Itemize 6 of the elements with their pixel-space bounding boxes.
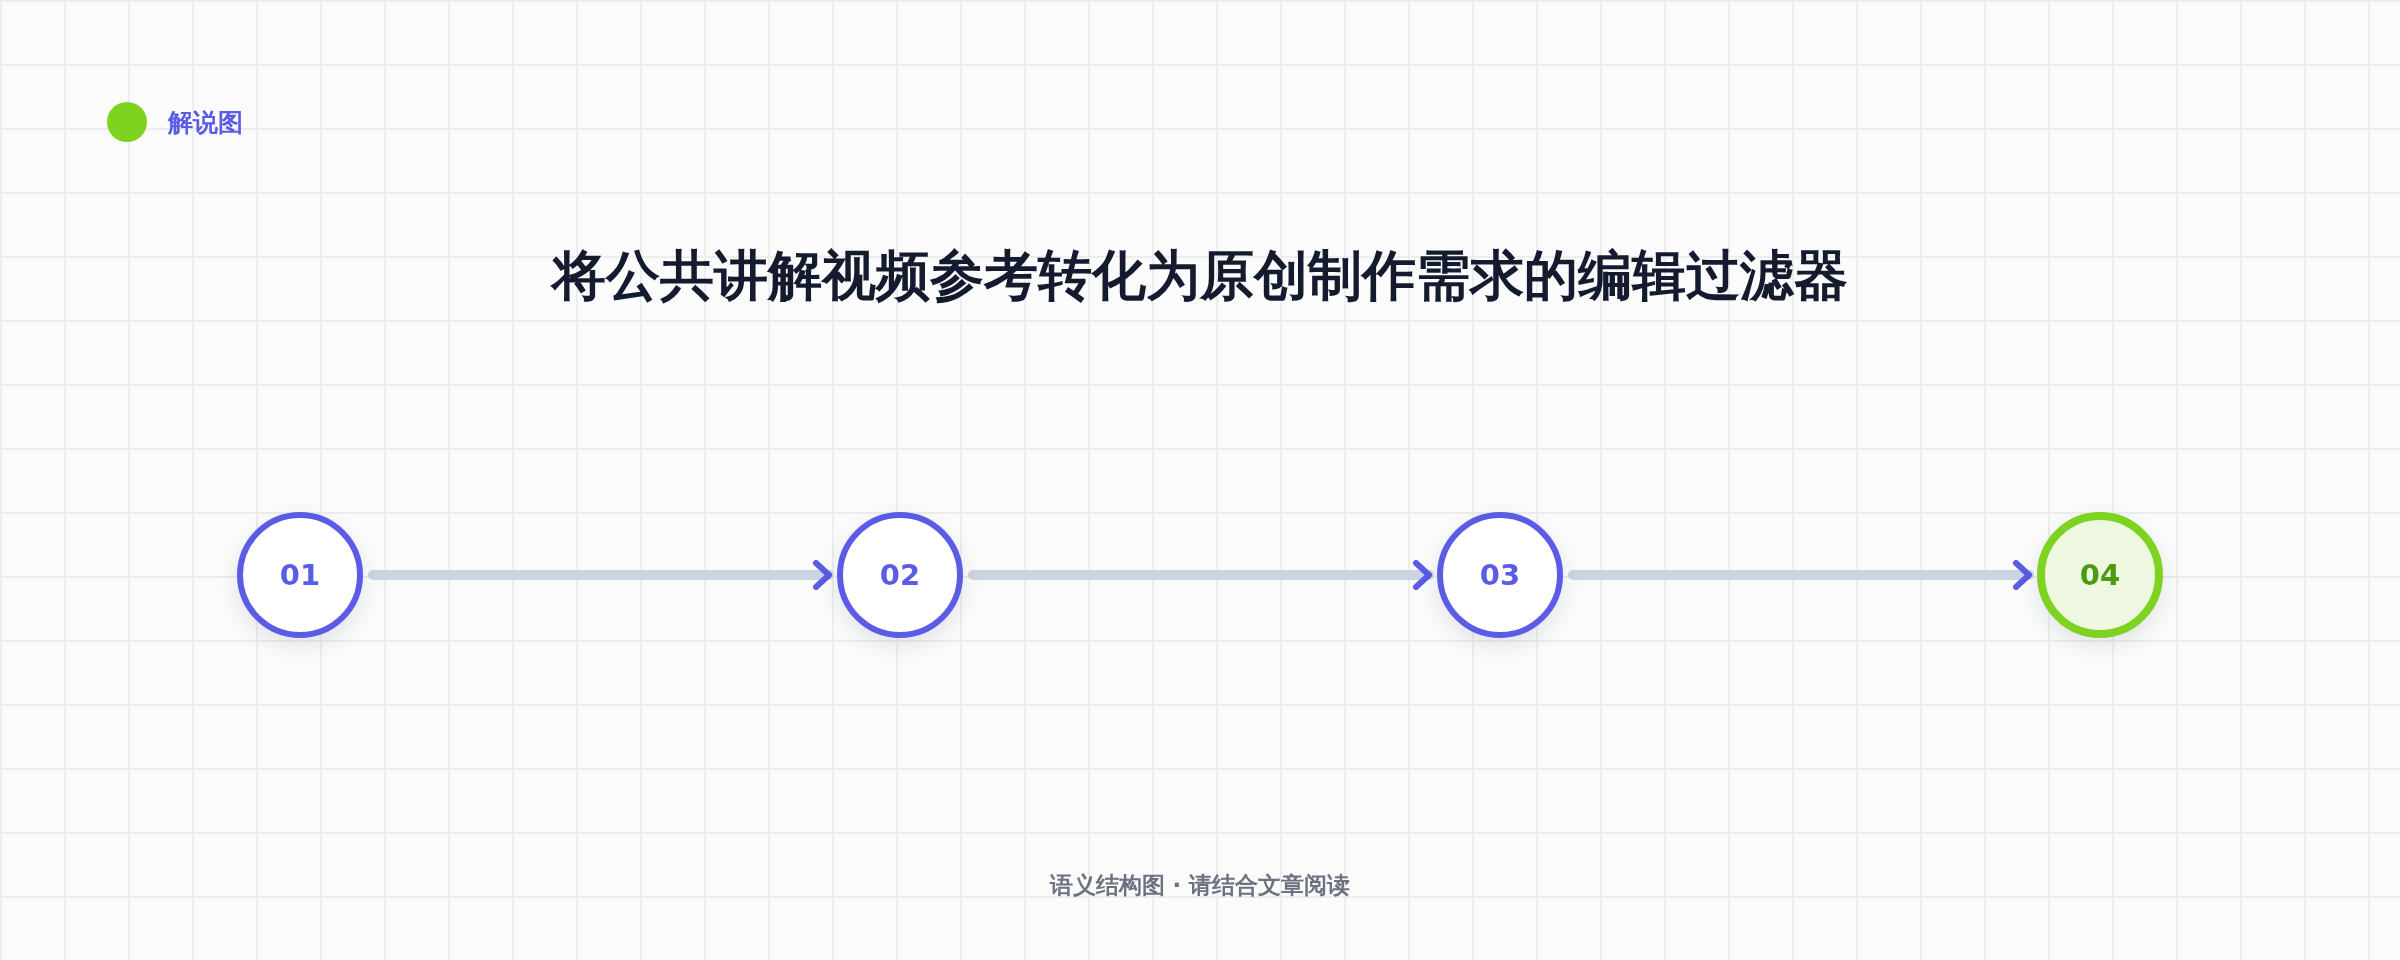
header-label: 解说图: [168, 107, 243, 139]
arrow: [1568, 560, 2034, 590]
footer-note: 语义结构图 · 请结合文章阅读: [1049, 872, 1351, 898]
arrow: [368, 560, 834, 590]
title: 将公共讲解视频参考转化为原创制作需求的编辑过滤器: [552, 244, 1848, 307]
arrow: [968, 560, 1434, 590]
